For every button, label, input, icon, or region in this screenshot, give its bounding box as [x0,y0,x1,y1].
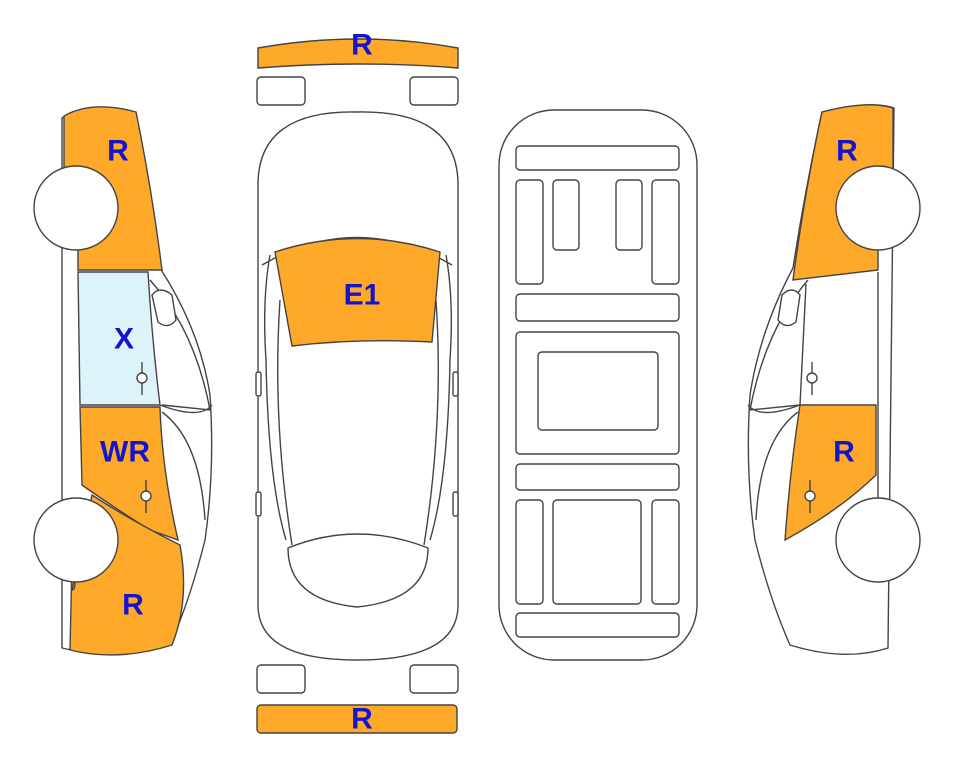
roof-panel[interactable] [274,237,441,347]
left-mirror [151,289,177,327]
left-front-window-label: X [114,323,134,356]
left-side-view: R X WR R [33,106,213,656]
right-inner-curve [423,299,439,546]
right-handle-rear-knob [804,490,816,502]
right-door-seam-2 [755,411,799,521]
right-a-pillar [429,254,453,541]
left-inner-curve [277,299,293,546]
left-door-seam [159,404,213,414]
floor-rear-bar [515,612,680,638]
left-rear-quarter-label: R [122,589,144,622]
right-front-fender-label: R [836,135,858,168]
front-right-light [409,76,459,106]
right-mirror-1 [452,371,459,397]
left-handle-rear-knob [140,490,152,502]
right-rear-wheel [835,497,921,583]
floor-left-rail-rear [515,499,544,605]
floor-inner-left [552,179,580,251]
left-front-door-panel[interactable] [79,406,179,542]
left-a-pillar [263,254,287,541]
floor-center-inner [537,351,659,431]
front-bumper-view: R [256,29,459,106]
rear-left-light [256,664,306,694]
right-pillar-line [799,283,807,406]
floor-left-rail-front [515,179,544,285]
right-handle-2 [452,491,459,517]
right-front-wheel [835,165,921,251]
floor-cross-1 [515,293,680,322]
floor-inner-right [615,179,643,251]
front-bumper-label: R [351,29,373,62]
left-handle-2 [255,491,262,517]
rear-bumper-panel[interactable] [256,704,458,734]
rear-bumper-label: R [351,703,373,736]
left-front-window-panel[interactable] [77,271,161,406]
floor-view [498,109,698,661]
floor-front-bar [515,145,680,171]
front-left-light [256,76,306,106]
roof-label: E1 [344,279,381,312]
left-front-wheel [33,165,119,251]
floor-right-rail-front [651,179,680,285]
right-rear-door-label: R [833,436,855,469]
rear-window [287,533,429,608]
front-bumper-panel[interactable] [257,38,459,69]
floor-right-rail-rear [651,499,680,605]
left-front-fender-label: R [107,135,129,168]
right-mirror [777,289,801,327]
right-rear-door-panel[interactable] [784,404,877,542]
top-view: E1 [255,111,459,661]
left-front-door-label: WR [100,436,150,469]
left-rear-wheel [33,497,119,583]
left-door-seam-2 [161,411,206,521]
rear-right-light [409,664,459,694]
right-side-view: R R [747,104,921,656]
right-handle-front-knob [806,372,818,384]
left-handle-front-knob [136,372,148,384]
floor-rear-center [552,499,642,605]
left-mirror-1 [255,371,262,397]
floor-cross-2 [515,463,680,491]
rear-bumper-view: R [256,664,459,736]
right-door-seam [747,404,801,414]
top-body-outline [257,111,459,661]
